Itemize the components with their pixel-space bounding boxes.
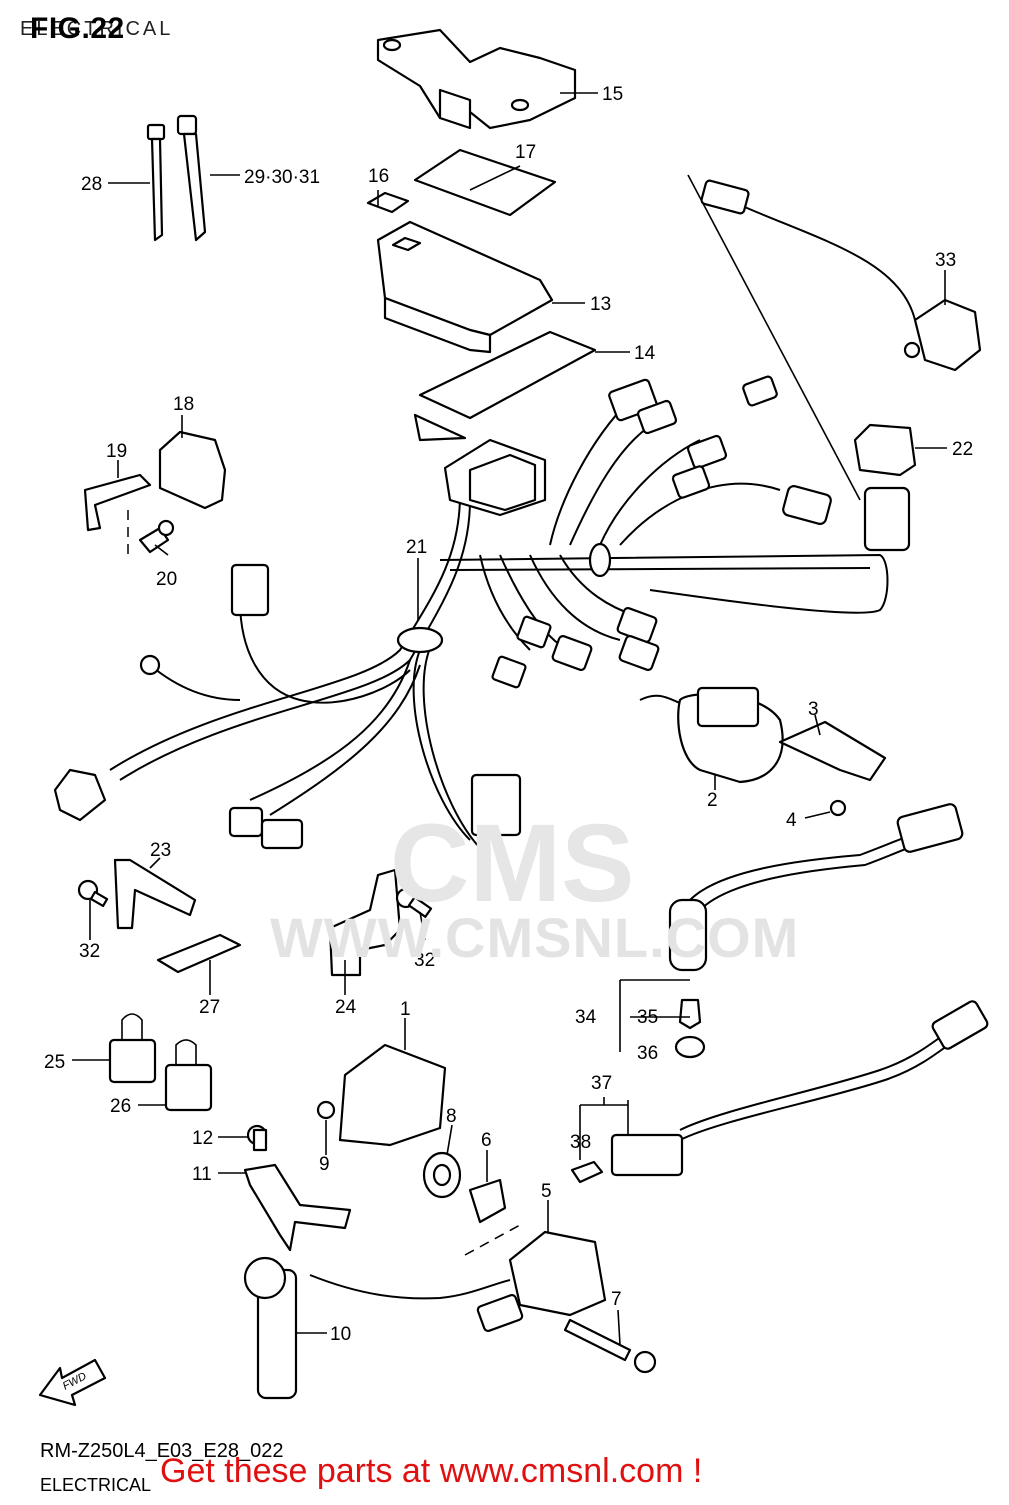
callout-1: 1 <box>400 999 411 1020</box>
bolt-32a <box>77 879 109 908</box>
callout-27: 27 <box>199 997 220 1018</box>
nut-9 <box>316 1100 336 1120</box>
plug-36 <box>674 1035 706 1059</box>
plug-cap-34 <box>668 803 964 972</box>
regulator-1 <box>338 1043 447 1147</box>
bracket-15 <box>376 28 577 130</box>
bolt-12 <box>246 1124 268 1152</box>
callout-18: 18 <box>173 394 194 415</box>
promo-link[interactable]: Get these parts at www.cmsnl.com ! <box>160 1452 703 1490</box>
sensor-33 <box>700 179 982 372</box>
callout-23: 23 <box>150 840 171 861</box>
wire-37 <box>610 1000 989 1177</box>
callout-9: 9 <box>319 1154 330 1175</box>
callout-35: 35 <box>637 1007 658 1028</box>
callout-32b: 32 <box>414 950 435 971</box>
bolt-4 <box>829 799 847 817</box>
ecm-13 <box>376 220 554 354</box>
callout-12: 12 <box>192 1128 213 1149</box>
callout-24: 24 <box>335 997 357 1018</box>
callout-34: 34 <box>575 1007 597 1028</box>
callout-19: 19 <box>106 441 127 462</box>
callout-2: 2 <box>707 790 718 811</box>
callout-15: 15 <box>602 84 623 105</box>
wiring-harness-21 <box>53 375 911 850</box>
callout-32a: 32 <box>79 941 100 962</box>
leader-lines <box>72 92 947 1346</box>
bolt-20 <box>138 519 175 554</box>
page-caption: ELECTRICAL <box>20 18 174 40</box>
cap-6 <box>468 1178 507 1224</box>
callout-25: 25 <box>44 1052 65 1073</box>
bolt-7 <box>563 1318 657 1374</box>
watermark-logo: CMS <box>390 802 635 925</box>
callout-38: 38 <box>570 1132 591 1153</box>
clip-19 <box>83 473 152 532</box>
callout-37: 37 <box>591 1073 612 1094</box>
callout-5: 5 <box>541 1181 552 1202</box>
callout-36: 36 <box>637 1043 658 1064</box>
cable-tie-29 <box>176 114 207 242</box>
bracket-23 <box>113 858 197 930</box>
bracket-3 <box>778 720 887 782</box>
module-5 <box>476 1230 607 1333</box>
callout-21: 21 <box>406 537 427 558</box>
section-name: ELECTRICAL <box>40 1475 152 1495</box>
callout-3: 3 <box>808 699 819 720</box>
fuse-38 <box>570 1160 604 1184</box>
callout-11: 11 <box>192 1164 212 1185</box>
callout-labels: 1 2 3 4 5 6 7 8 9 10 11 12 13 14 15 16 1… <box>44 84 973 1345</box>
pad-16 <box>366 191 410 214</box>
figure-title: FIG.22 <box>30 12 125 45</box>
cap-22 <box>853 423 917 477</box>
bracket-11 <box>243 1163 352 1252</box>
bracket-24 <box>328 868 402 977</box>
relay-18 <box>158 430 227 510</box>
callout-20: 20 <box>156 569 177 590</box>
fwd-arrow-icon: FWD <box>38 1358 107 1407</box>
model-code: RM-Z250L4_E03_E28_022 <box>40 1440 284 1462</box>
callout-13: 13 <box>590 294 611 315</box>
callout-14: 14 <box>634 343 656 364</box>
callout-16: 16 <box>368 166 389 187</box>
pad-27 <box>156 933 242 974</box>
bolt-32b <box>395 887 433 918</box>
callout-17: 17 <box>515 142 536 163</box>
watermark-url: WWW.CMSNL.COM <box>270 906 800 969</box>
band-14 <box>413 330 597 442</box>
ignition-coil-10 <box>243 1256 511 1400</box>
callout-7: 7 <box>611 1289 622 1310</box>
callout-4: 4 <box>786 810 797 831</box>
callout-28: 28 <box>81 174 102 195</box>
cable-tie-28 <box>146 123 166 242</box>
callout-33: 33 <box>935 250 956 271</box>
condenser-2 <box>639 686 784 784</box>
callout-10: 10 <box>330 1324 351 1345</box>
callout-22: 22 <box>952 439 973 460</box>
callout-8: 8 <box>446 1106 457 1127</box>
cap-35 <box>678 998 702 1030</box>
grommet-8 <box>422 1151 462 1199</box>
callout-6: 6 <box>481 1130 492 1151</box>
callout-29-30-31: 29·30·31 <box>244 167 320 188</box>
callout-26: 26 <box>110 1096 131 1117</box>
fuse-holder-25 <box>108 1013 157 1084</box>
fuse-holder-26 <box>164 1039 213 1112</box>
